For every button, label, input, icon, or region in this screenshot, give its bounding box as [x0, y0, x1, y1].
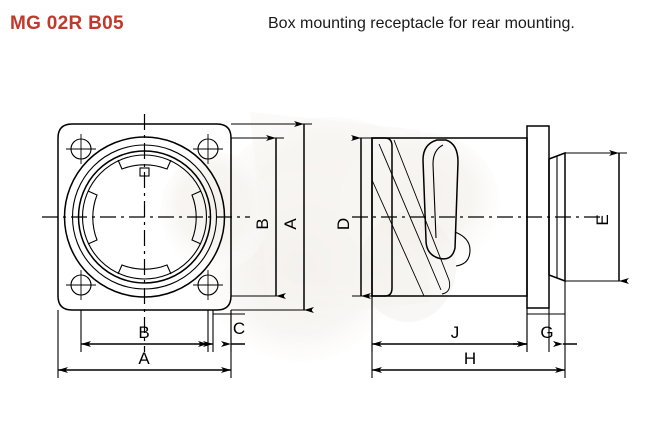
mounting-hole-top-right: [193, 134, 223, 164]
dim-label-J: J: [451, 323, 460, 342]
mounting-holes: [66, 134, 223, 300]
bayonet-slot-line-c: [393, 139, 451, 295]
background-watermark: [160, 112, 500, 362]
dim-label-A-front-vertical: A: [281, 218, 300, 230]
dim-label-B-front-horizontal: B: [138, 323, 149, 342]
dimension-rear-vertical-E: E: [565, 150, 629, 284]
dimension-front-vertical-B: B: [231, 135, 286, 299]
dim-label-H: H: [464, 349, 476, 368]
bayonet-slot-line-b: [371, 179, 425, 297]
bayonet-pin: [422, 139, 459, 260]
dim-label-A-front-horizontal: A: [138, 349, 150, 368]
mounting-hole-bottom-right: [193, 270, 223, 300]
dimension-G: G: [513, 308, 577, 352]
header: MG 02R B05 Box mounting receptacle for r…: [0, 0, 666, 52]
dimension-front-vertical-A: A: [231, 121, 314, 313]
bayonet-pin-tip: [454, 231, 471, 267]
part-number: MG 02R B05: [10, 13, 124, 34]
dimension-H: H: [371, 281, 566, 378]
drawing-canvas: B A D E: [42, 112, 629, 378]
dim-label-D: D: [334, 218, 353, 230]
coupling-shell: [371, 137, 393, 297]
mounting-hole-top-left: [66, 134, 96, 164]
dimension-C: C: [199, 310, 245, 352]
part-description: Box mounting receptacle for rear mountin…: [268, 15, 575, 32]
bayonet-pin-inner: [432, 144, 444, 239]
dimension-front-horizontal-B: B: [80, 310, 209, 352]
front-view: [42, 114, 250, 352]
dimension-side-vertical-D: D: [334, 135, 372, 299]
dim-label-E: E: [593, 214, 612, 225]
dim-label-G: G: [540, 323, 553, 342]
mounting-hole-bottom-left: [66, 270, 96, 300]
dim-label-B-front-vertical: B: [253, 218, 272, 229]
technical-drawing: B A D E: [0, 52, 666, 441]
dim-label-C: C: [233, 319, 245, 338]
